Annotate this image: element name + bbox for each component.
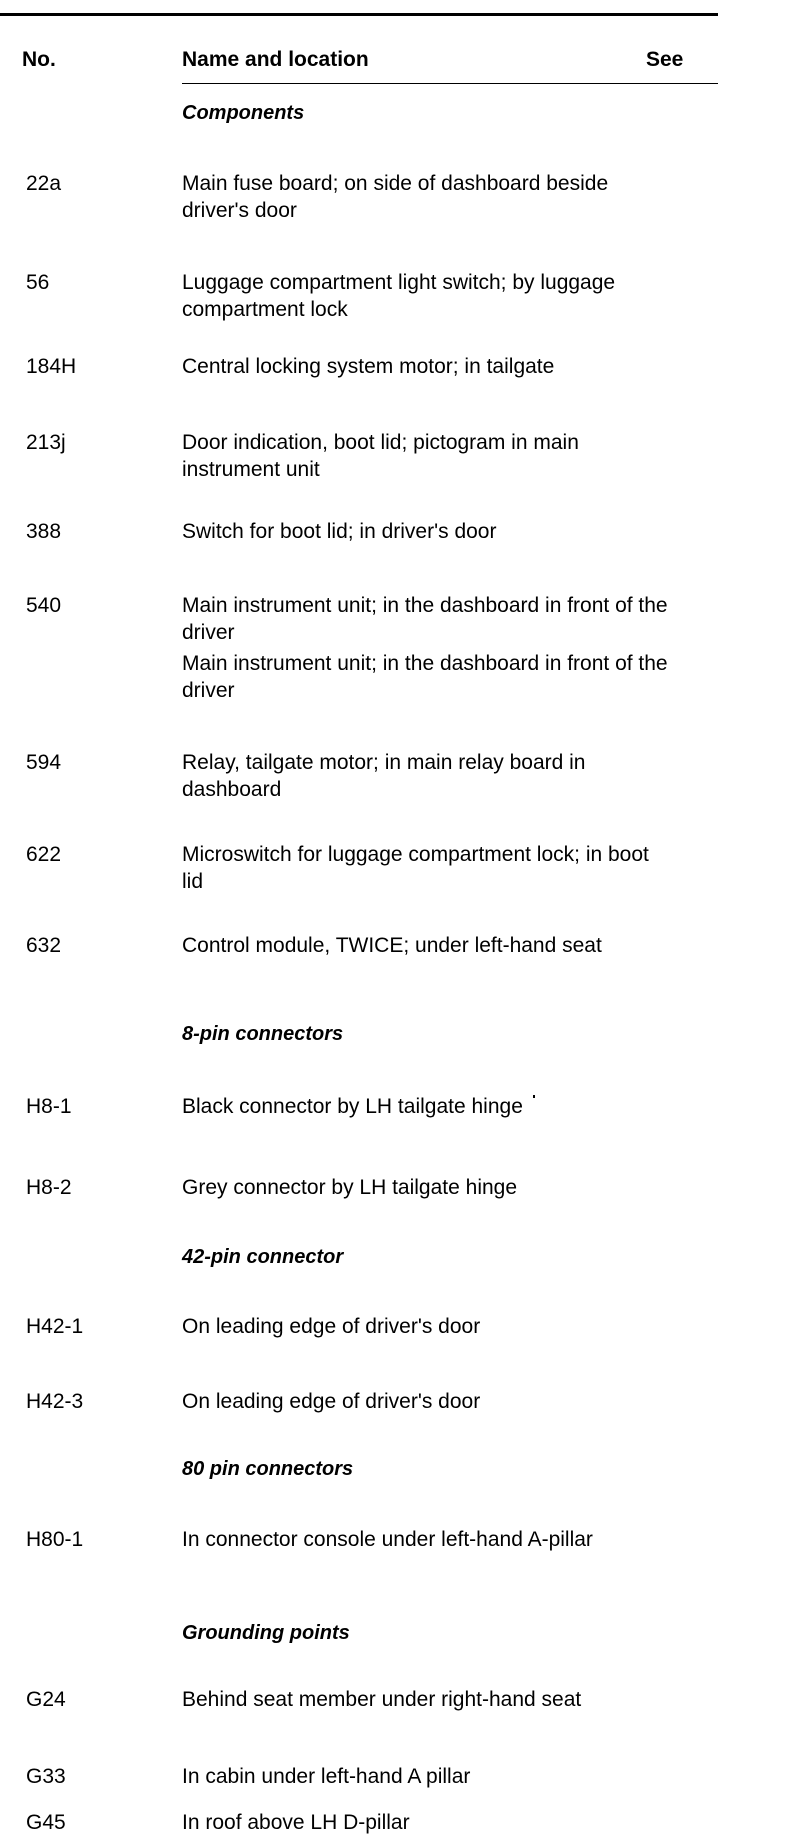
row-number: G24 — [26, 1688, 66, 1711]
row-name-location: Behind seat member under right-hand seat — [182, 1688, 582, 1711]
row-number: 56 — [26, 271, 50, 294]
row-number: H80-1 — [26, 1528, 84, 1551]
row-name-location: On leading edge of driver's door — [182, 1390, 481, 1413]
row-name-location: Relay, tailgate motor; in main relay boa… — [182, 751, 586, 801]
row-number: 388 — [26, 520, 62, 543]
header-see: See — [646, 48, 684, 71]
row-number: 22a — [26, 172, 62, 195]
row-name-location: Switch for boot lid; in driver's door — [182, 520, 497, 543]
row-name-location: In roof above LH D-pillar — [182, 1811, 410, 1834]
row-number: H42-3 — [26, 1390, 84, 1413]
section-42-pin-connector-title: 42-pin connector — [182, 1246, 344, 1268]
header-name-location: Name and location — [182, 48, 369, 71]
row-name-location: Grey connector by LH tailgate hinge — [182, 1176, 518, 1199]
row-number: 184H — [26, 355, 77, 378]
row-number: 622 — [26, 843, 62, 866]
row-name-location: Luggage compartment light switch; by lug… — [182, 271, 616, 321]
row-number: G33 — [26, 1765, 66, 1788]
row-name-location: In connector console under left-hand A-p… — [182, 1528, 593, 1551]
row-number: H8-1 — [26, 1095, 72, 1118]
row-name-location: Door indication, boot lid; pictogram in … — [182, 431, 579, 481]
row-name-location: Black connector by LH tailgate hinge — [182, 1095, 523, 1118]
row-number: 540 — [26, 594, 62, 617]
row-number: 594 — [26, 751, 62, 774]
row-number: H8-2 — [26, 1176, 72, 1199]
row-name-location: In cabin under left-hand A pillar — [182, 1765, 471, 1788]
header-rule — [182, 83, 718, 84]
header-no: No. — [22, 48, 56, 71]
section-8-pin-connectors-title: 8-pin connectors — [182, 1023, 344, 1045]
row-number: H42-1 — [26, 1315, 84, 1338]
row-number: 632 — [26, 934, 62, 957]
section-components-title: Components — [182, 102, 305, 124]
row-name-location: Main fuse board; on side of dashboard be… — [182, 172, 609, 222]
section-80-pin-connectors-title: 80 pin connectors — [182, 1458, 354, 1480]
row-name-location: Control module, TWICE; under left-hand s… — [182, 934, 602, 957]
row-name-location: On leading edge of driver's door — [182, 1315, 481, 1338]
scan-speck — [533, 1095, 535, 1098]
top-rule — [0, 13, 718, 16]
row-name-location: Main instrument unit; in the dashboard i… — [182, 594, 668, 702]
row-name-location: Central locking system motor; in tailgat… — [182, 355, 555, 378]
section-grounding-points-title: Grounding points — [182, 1622, 350, 1644]
row-name-location: Microswitch for luggage compartment lock… — [182, 843, 649, 893]
row-number: G45 — [26, 1811, 66, 1834]
row-number: 213j — [26, 431, 66, 454]
